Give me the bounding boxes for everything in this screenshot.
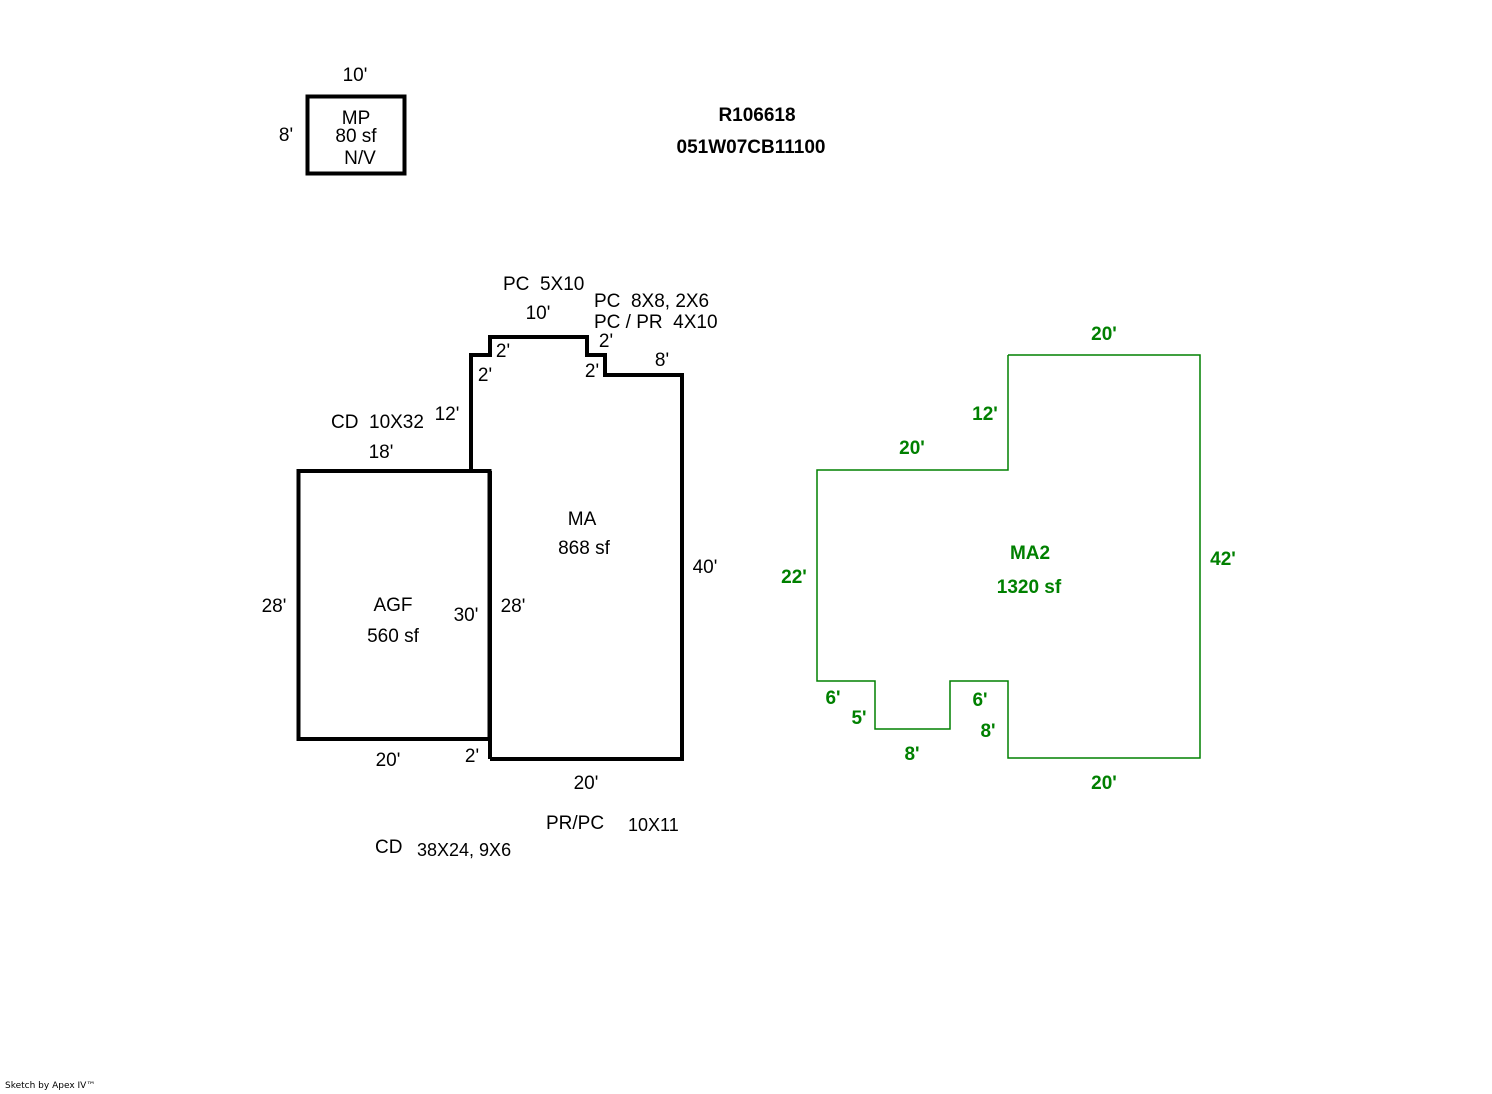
ma2-dim-notch-right-lower: 8' — [980, 721, 995, 742]
mp-code: MP — [342, 108, 371, 129]
ma2-dim-left: 22' — [781, 567, 807, 588]
annotation-cd-bottom-size: 38X24, 9X6 — [417, 840, 511, 860]
ma2-dim-notch-left-inner: 5' — [851, 708, 866, 729]
mp-area: 80 sf — [335, 126, 377, 147]
annotation-cd-bottom-code: CD — [375, 837, 402, 858]
agf-dim-top: 18' — [369, 442, 394, 463]
annotation-pc-right-2: PC / PR 4X10 — [594, 312, 718, 333]
ma-dim-top-right: 8' — [655, 350, 669, 371]
mp-note: N/V — [344, 148, 376, 169]
mp-outline — [305, 94, 407, 176]
agf-area: 560 sf — [367, 626, 419, 647]
agf-dim-right: 30' — [454, 605, 479, 626]
ma-dim-bottom: 20' — [574, 773, 599, 794]
ma-area: 868 sf — [558, 538, 610, 559]
ma2-code: MA2 — [1010, 543, 1050, 564]
annotation-pr-pc-code: PR/PC — [546, 813, 604, 834]
agf-dim-left: 28' — [262, 596, 287, 617]
map-tax-lot: 051W07CB11100 — [677, 137, 826, 158]
ma-dim-step1: 2' — [478, 365, 492, 386]
ma-dim-step1-up: 2' — [496, 341, 510, 362]
agf-code: AGF — [373, 595, 412, 616]
ma-dim-left-upper: 12' — [435, 404, 460, 425]
ma-dim-top: 10' — [526, 303, 551, 324]
ma-dim-bottom-step: 2' — [465, 746, 479, 767]
ma2-dim-bottom: 20' — [1091, 773, 1117, 794]
annotation-pc-top: PC 5X10 — [503, 274, 584, 295]
ma-dim-left-lower: 28' — [501, 596, 526, 617]
ma2-dim-top: 20' — [1091, 324, 1117, 345]
ma2-area: 1320 sf — [997, 577, 1062, 598]
ma2-dim-notch-right: 6' — [972, 690, 987, 711]
mp-dim-left: 8' — [279, 125, 293, 146]
ma2-dim-right: 42' — [1210, 549, 1236, 570]
agf-dim-bottom: 20' — [376, 750, 401, 771]
annotation-cd-top: CD 10X32 — [331, 412, 424, 433]
ma-dim-step2: 2' — [599, 331, 613, 352]
ma-code: MA — [568, 509, 597, 530]
ma-dim-step2-down: 2' — [585, 361, 599, 382]
ma2-dim-mid-top: 20' — [899, 438, 925, 459]
ma2-dim-left-upper: 12' — [972, 404, 998, 425]
footer-credit: Sketch by Apex IV™ — [5, 1081, 96, 1091]
annotation-pc-right-1: PC 8X8, 2X6 — [594, 291, 709, 312]
annotation-pr-pc-size: 10X11 — [628, 815, 679, 835]
mp-dim-top: 10' — [343, 65, 368, 86]
account-id: R106618 — [718, 105, 795, 126]
ma2-outline — [816, 354, 1201, 759]
ma2-dim-notch-bottom: 8' — [904, 744, 919, 765]
ma2-dim-notch-left: 6' — [825, 688, 840, 709]
ma-dim-right: 40' — [693, 557, 718, 578]
ma-outline — [469, 335, 684, 761]
